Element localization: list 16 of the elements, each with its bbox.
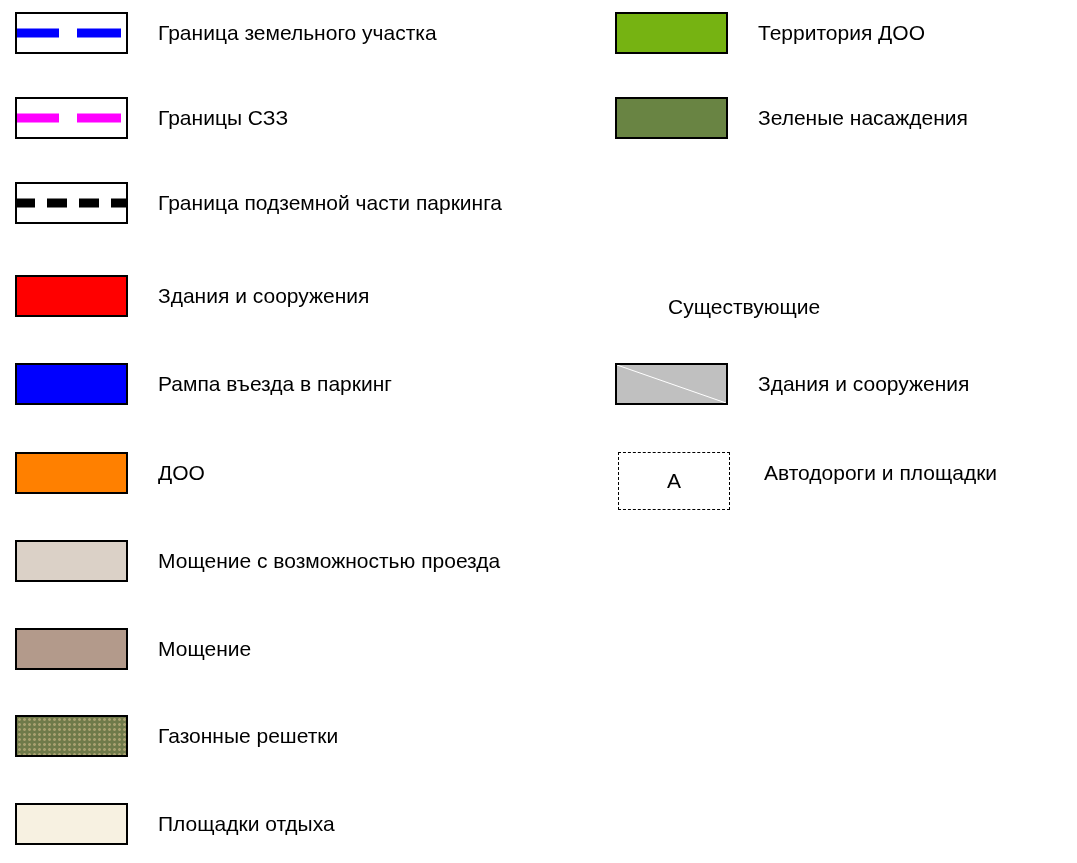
legend-label: Рампа въезда в паркинг — [158, 372, 392, 396]
legend-label: Зеленые насаждения — [758, 106, 968, 130]
legend-label: Газонные решетки — [158, 724, 339, 748]
legend-label: Территория ДОО — [758, 21, 925, 45]
legend-label: Площадки отдыха — [158, 812, 335, 836]
legend-label: Здания и сооружения — [158, 284, 370, 308]
section-heading: Существующие — [668, 295, 821, 319]
legend-label: ДОО — [158, 461, 205, 485]
legend-label: Мощение — [158, 637, 252, 661]
legend-label: Граница земельного участка — [158, 21, 437, 45]
legend-label: Автодороги и площадки — [764, 461, 998, 485]
legend-label: Границы СЗЗ — [158, 106, 289, 130]
swatch-letter: А — [666, 469, 682, 493]
legend-label: Мощение с возможностью проезда — [158, 549, 501, 573]
legend-label: Здания и сооружения — [758, 372, 970, 396]
legend-label: Граница подземной части паркинга — [158, 191, 503, 215]
